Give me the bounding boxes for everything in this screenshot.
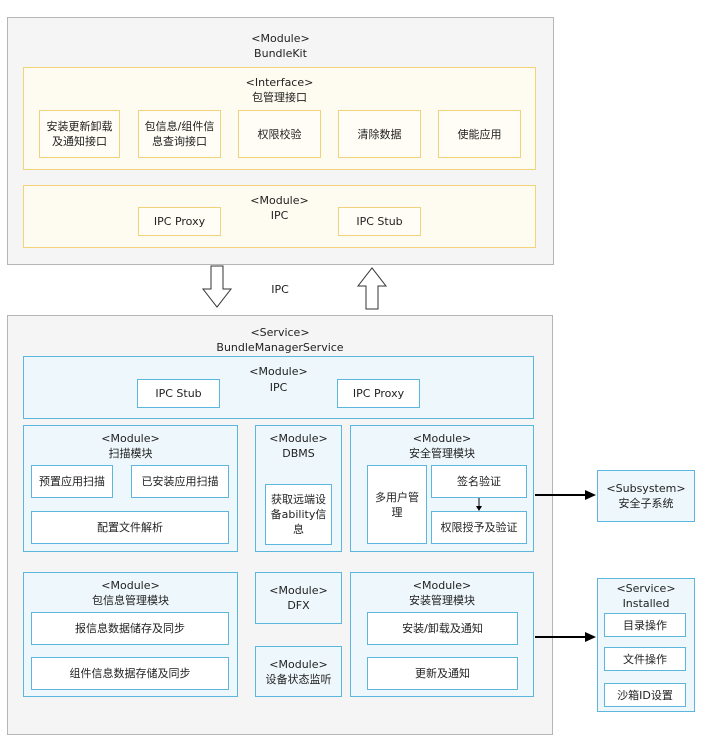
kit-ipc-stub: IPC Stub — [338, 207, 421, 236]
update-notify: 更新及通知 — [367, 657, 518, 690]
security-to-subsystem-arrow-icon — [535, 490, 596, 500]
interface-item-install-update: 安装更新卸载及通知接口 — [39, 110, 120, 158]
installed-app-scan: 已安装应用扫描 — [131, 465, 229, 498]
scan-title: 扫描模块 — [108, 447, 153, 460]
remote-ability-info: 获取远端设备ability信息 — [265, 484, 332, 545]
component-info-storage-sync: 组件信息数据存储及同步 — [31, 657, 229, 690]
dbms-title: DBMS — [282, 447, 315, 460]
dfx-stereotype: <Module> — [269, 584, 328, 597]
multi-user-management: 多用户管理 — [367, 465, 427, 544]
config-file-parse: 配置文件解析 — [31, 511, 229, 544]
installed-stereotype: <Service> — [616, 582, 676, 595]
service-title: BundleManagerService — [216, 341, 344, 354]
bundle-info-storage-sync: 报信息数据储存及同步 — [31, 612, 229, 645]
scan-stereotype: <Module> — [101, 432, 160, 445]
bundle-info-stereotype: <Module> — [101, 579, 160, 592]
kit-ipc-stereotype: <Module> — [250, 194, 309, 207]
installed-title: Installed — [622, 597, 670, 610]
permission-grant-verify: 权限授予及验证 — [431, 511, 527, 544]
install-to-installed-arrow-icon — [535, 632, 596, 642]
kit-ipc-panel — [23, 185, 536, 248]
security-title: 安全管理模块 — [409, 447, 475, 460]
device-status-stereotype: <Module> — [269, 657, 328, 671]
install-stereotype: <Module> — [412, 579, 472, 592]
subsystem-title: 安全子系统 — [618, 497, 674, 510]
service-ipc-stub: IPC Stub — [137, 379, 220, 408]
service-ipc-title: IPC — [269, 381, 288, 394]
security-stereotype: <Module> — [412, 432, 472, 445]
install-title: 安装管理模块 — [409, 594, 475, 607]
bundlekit-stereotype: <Module> — [251, 32, 310, 45]
interface-item-permission-check: 权限校验 — [238, 110, 321, 158]
sandbox-id-setting: 沙箱ID设置 — [604, 683, 686, 707]
interface-item-enable-app: 使能应用 — [438, 110, 521, 158]
dfx-module: <Module> DFX — [255, 572, 342, 624]
interface-item-clear-data: 清除数据 — [338, 110, 421, 158]
kit-ipc-title: IPC — [270, 209, 289, 222]
install-uninstall-notify: 安装/卸载及通知 — [367, 612, 518, 645]
ipc-label: IPC — [271, 283, 289, 296]
bundle-info-title: 包信息管理模块 — [92, 594, 169, 607]
ipc-up-arrow-icon — [356, 267, 388, 310]
signature-verification: 签名验证 — [431, 465, 527, 498]
dfx-title: DFX — [287, 599, 310, 612]
interface-item-query: 包信息/组件信息查询接口 — [138, 110, 221, 158]
signature-to-permission-arrow-icon — [476, 498, 482, 511]
security-subsystem: <Subsystem> 安全子系统 — [597, 470, 695, 522]
service-ipc-proxy: IPC Proxy — [337, 379, 420, 408]
preinstalled-app-scan: 预置应用扫描 — [31, 465, 113, 498]
bundlekit-title: BundleKit — [254, 47, 307, 60]
device-status-title: 设备状态监听 — [265, 672, 332, 686]
subsystem-stereotype: <Subsystem> — [606, 482, 686, 495]
service-ipc-panel — [23, 356, 534, 419]
directory-operation: 目录操作 — [604, 613, 686, 637]
dbms-stereotype: <Module> — [269, 432, 328, 445]
interface-stereotype: <Interface> — [245, 76, 314, 89]
interface-title: 包管理接口 — [252, 91, 307, 104]
service-stereotype: <Service> — [250, 326, 310, 339]
kit-ipc-proxy: IPC Proxy — [138, 207, 221, 236]
service-ipc-stereotype: <Module> — [249, 365, 308, 378]
file-operation: 文件操作 — [604, 647, 686, 671]
device-status-module: <Module> 设备状态监听 — [255, 646, 342, 697]
ipc-down-arrow-icon — [201, 265, 233, 308]
